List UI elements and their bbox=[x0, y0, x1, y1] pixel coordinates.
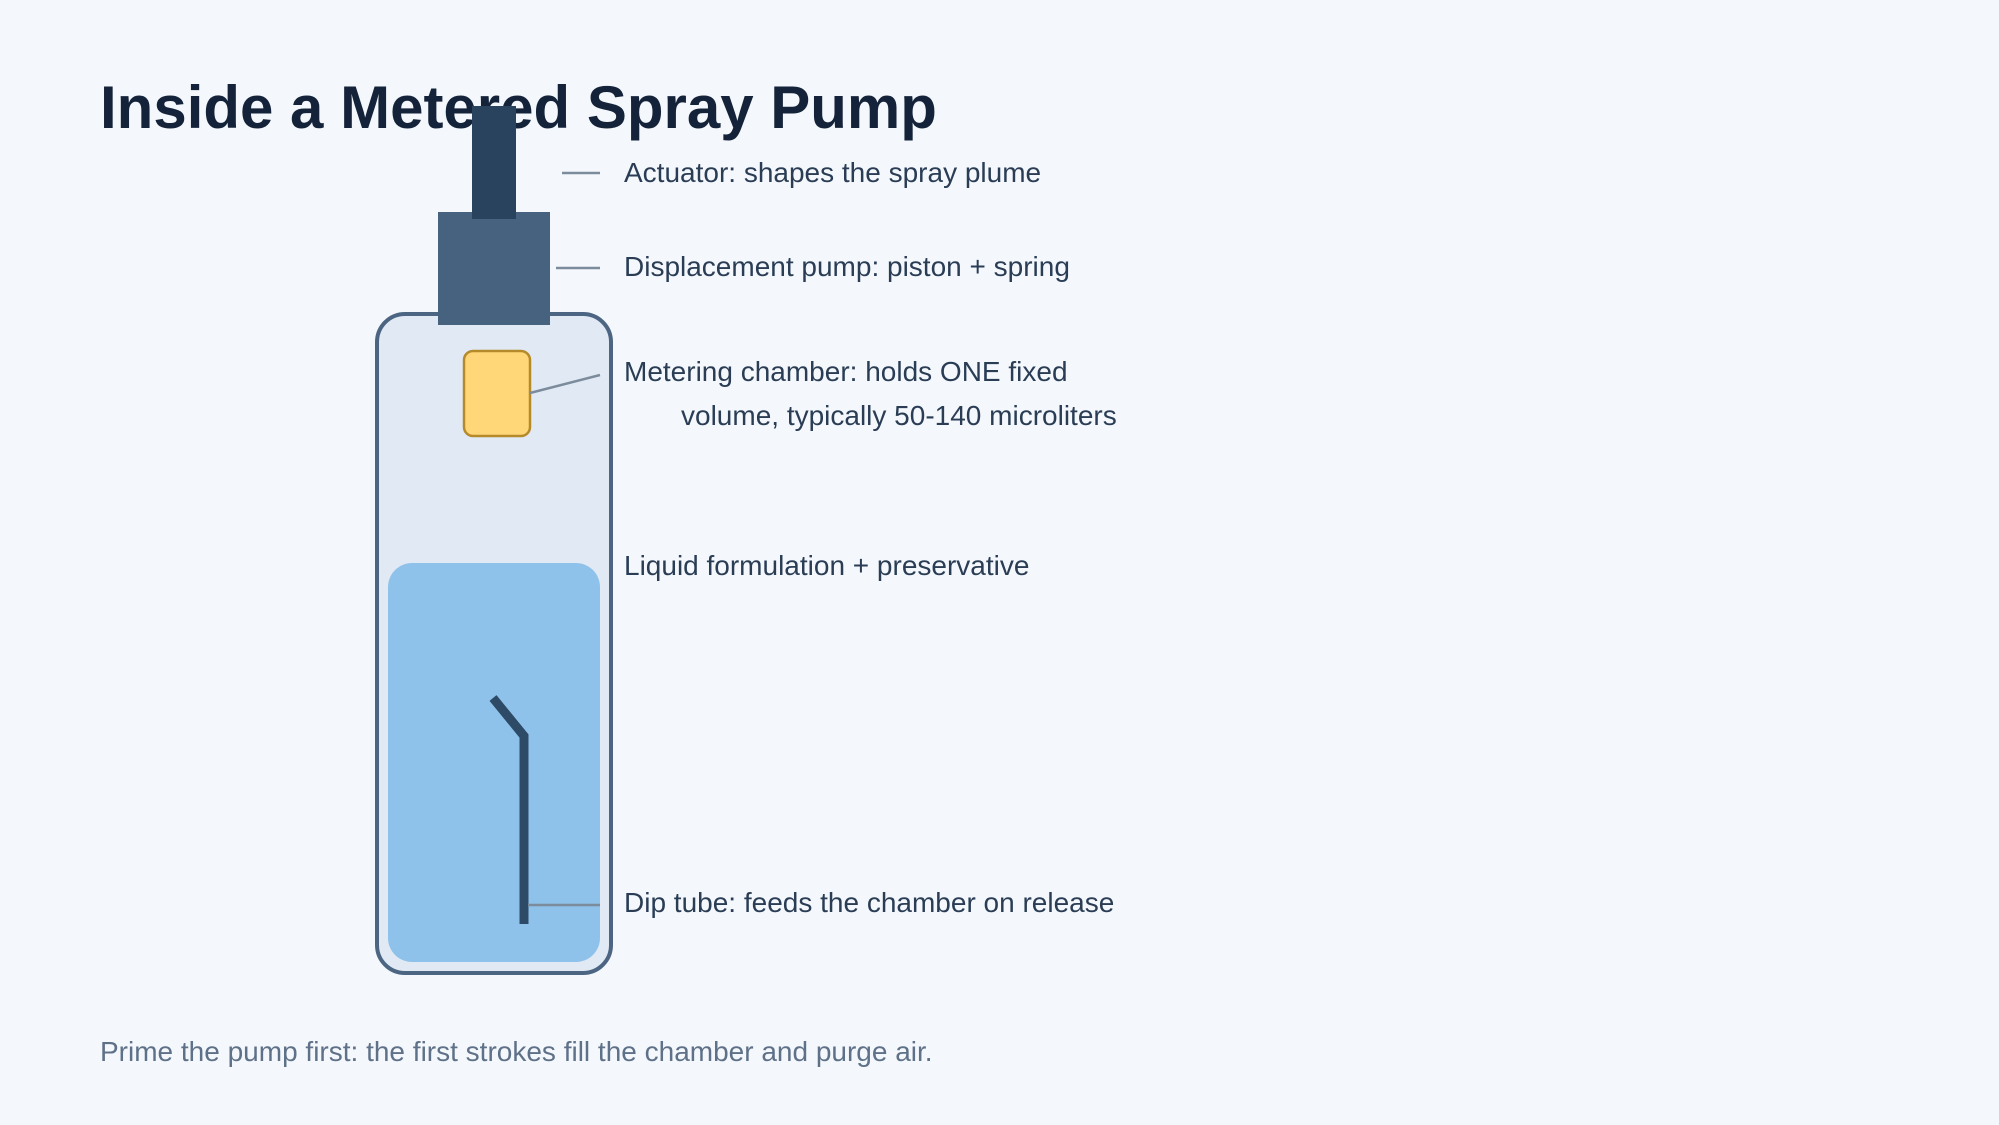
label-dip-tube: Dip tube: feeds the chamber on release bbox=[624, 887, 1115, 918]
label-metering-chamber-line1: Metering chamber: holds ONE fixed bbox=[624, 356, 1068, 387]
label-displacement-pump: Displacement pump: piston + spring bbox=[624, 251, 1070, 282]
metering-chamber bbox=[462, 349, 532, 438]
page-title: Inside a Metered Spray Pump bbox=[100, 74, 937, 141]
label-metering-chamber: Metering chamber: holds ONE fixed volume… bbox=[624, 350, 1117, 438]
footer-note: Prime the pump first: the first strokes … bbox=[100, 1036, 933, 1067]
label-metering-chamber-line2: volume, typically 50-140 microliters bbox=[681, 400, 1117, 431]
liquid-formulation bbox=[388, 563, 600, 962]
label-actuator: Actuator: shapes the spray plume bbox=[624, 157, 1042, 188]
dip-tube bbox=[489, 695, 529, 924]
displacement-pump bbox=[438, 212, 550, 325]
actuator bbox=[472, 106, 516, 219]
leader-line-chamber bbox=[529, 373, 601, 395]
label-liquid-formulation: Liquid formulation + preservative bbox=[624, 550, 1030, 581]
